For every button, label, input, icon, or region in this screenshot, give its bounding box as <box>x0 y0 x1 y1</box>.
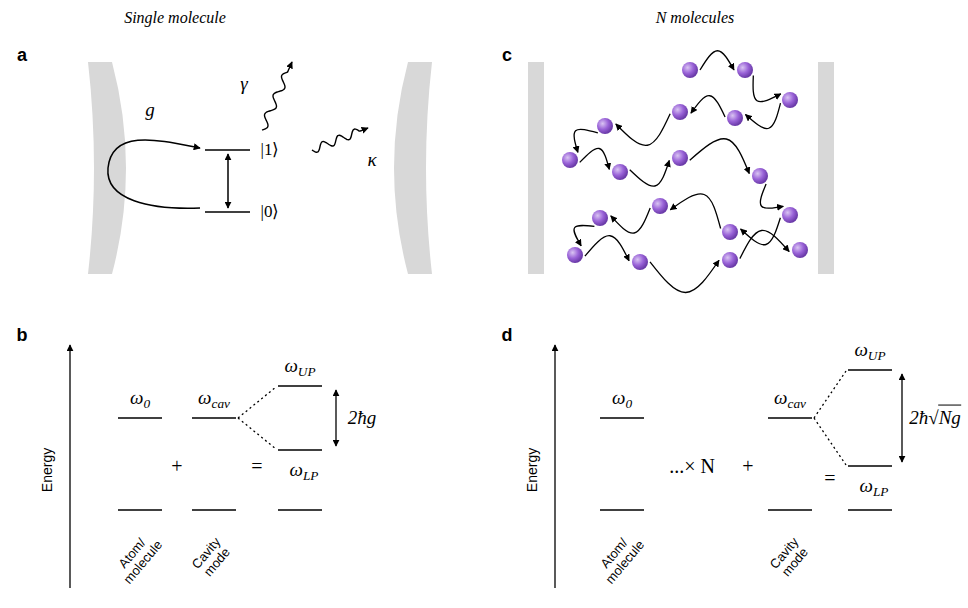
frequency-label: ω0 <box>612 388 632 409</box>
molecule <box>672 150 688 166</box>
molecule <box>737 62 753 78</box>
photon-path <box>650 260 719 292</box>
molecule <box>597 118 613 134</box>
photon-path <box>585 236 629 261</box>
photon-path <box>700 51 734 70</box>
molecule <box>562 152 578 168</box>
column-heading: N molecules <box>656 9 735 27</box>
photon-path <box>611 208 650 233</box>
emission-wave <box>312 128 368 152</box>
axis-category: Atom/ molecule <box>107 525 169 591</box>
molecule <box>612 164 628 180</box>
decay-symbol: κ <box>367 150 376 171</box>
splitting-lines <box>814 371 846 465</box>
molecule <box>652 198 668 214</box>
multiplier: ...× N <box>669 455 715 477</box>
panel-letter: d <box>502 326 513 346</box>
operator: + <box>742 455 753 477</box>
frequency-label: ωLP <box>860 476 889 497</box>
panel-letter: c <box>502 46 512 66</box>
photon-path <box>690 139 750 174</box>
photon-path <box>574 225 594 245</box>
transition-arrow <box>227 154 229 208</box>
panel-letter: b <box>17 326 28 346</box>
molecule <box>782 92 798 108</box>
axis-category: Cavity mode <box>759 525 821 591</box>
splitting-lines <box>238 387 276 449</box>
molecule <box>672 104 688 120</box>
cavity-mirror <box>88 62 126 274</box>
emission-wave <box>262 62 292 130</box>
photon-path <box>616 114 670 146</box>
photon-path <box>740 230 789 258</box>
molecule <box>752 168 768 184</box>
photon-path <box>630 161 670 187</box>
axis-category: Atom/ molecule <box>589 525 651 591</box>
cavity-mirror <box>528 62 544 274</box>
axis-category: Cavity mode <box>181 525 243 591</box>
energy-levels <box>118 386 322 510</box>
photon-path <box>691 96 725 117</box>
frequency-label: ωUP <box>284 356 315 377</box>
state-label: |0⟩ <box>261 203 280 222</box>
frequency-label: ωUP <box>854 340 885 361</box>
axis-label: Energy <box>40 448 55 492</box>
splitting-arrow <box>901 374 902 462</box>
molecule <box>792 242 808 258</box>
energy-axis <box>69 345 70 588</box>
energy-level <box>205 149 250 151</box>
frequency-label: ωLP <box>290 460 319 481</box>
operator: = <box>251 455 262 477</box>
frequency-label: ω0 <box>130 388 150 409</box>
photon-path <box>760 184 783 208</box>
molecule <box>682 62 698 78</box>
molecule <box>722 224 738 240</box>
molecule <box>722 252 738 268</box>
panel-letter: a <box>17 46 27 66</box>
axis-label: Energy <box>525 448 540 492</box>
coupling-loop <box>108 140 200 208</box>
frequency-label: ωcav <box>198 388 230 409</box>
photon-path <box>670 194 720 229</box>
molecule <box>782 207 798 223</box>
cavity-mirror <box>818 62 834 274</box>
operator: = <box>824 467 835 489</box>
energy-level <box>205 211 250 213</box>
coupling-symbol: g <box>145 100 155 121</box>
molecule <box>632 254 648 270</box>
column-heading: Single molecule <box>124 9 226 27</box>
energy-axis <box>554 345 555 588</box>
photon-path <box>745 103 780 128</box>
photon-path <box>753 76 781 102</box>
state-label: |1⟩ <box>261 141 280 160</box>
cavity-mirror <box>394 62 432 274</box>
energy-levels <box>600 370 892 510</box>
splitting-arrow <box>335 390 336 446</box>
operator: + <box>171 455 182 477</box>
molecule <box>592 210 608 226</box>
molecule <box>727 110 743 126</box>
frequency-label: ωcav <box>774 388 806 409</box>
decay-symbol: γ <box>240 74 248 95</box>
splitting-label: 2ħg <box>348 408 377 429</box>
splitting-label: 2ħ√Ng <box>909 408 961 429</box>
photon-path <box>580 148 610 169</box>
molecule <box>567 247 583 263</box>
